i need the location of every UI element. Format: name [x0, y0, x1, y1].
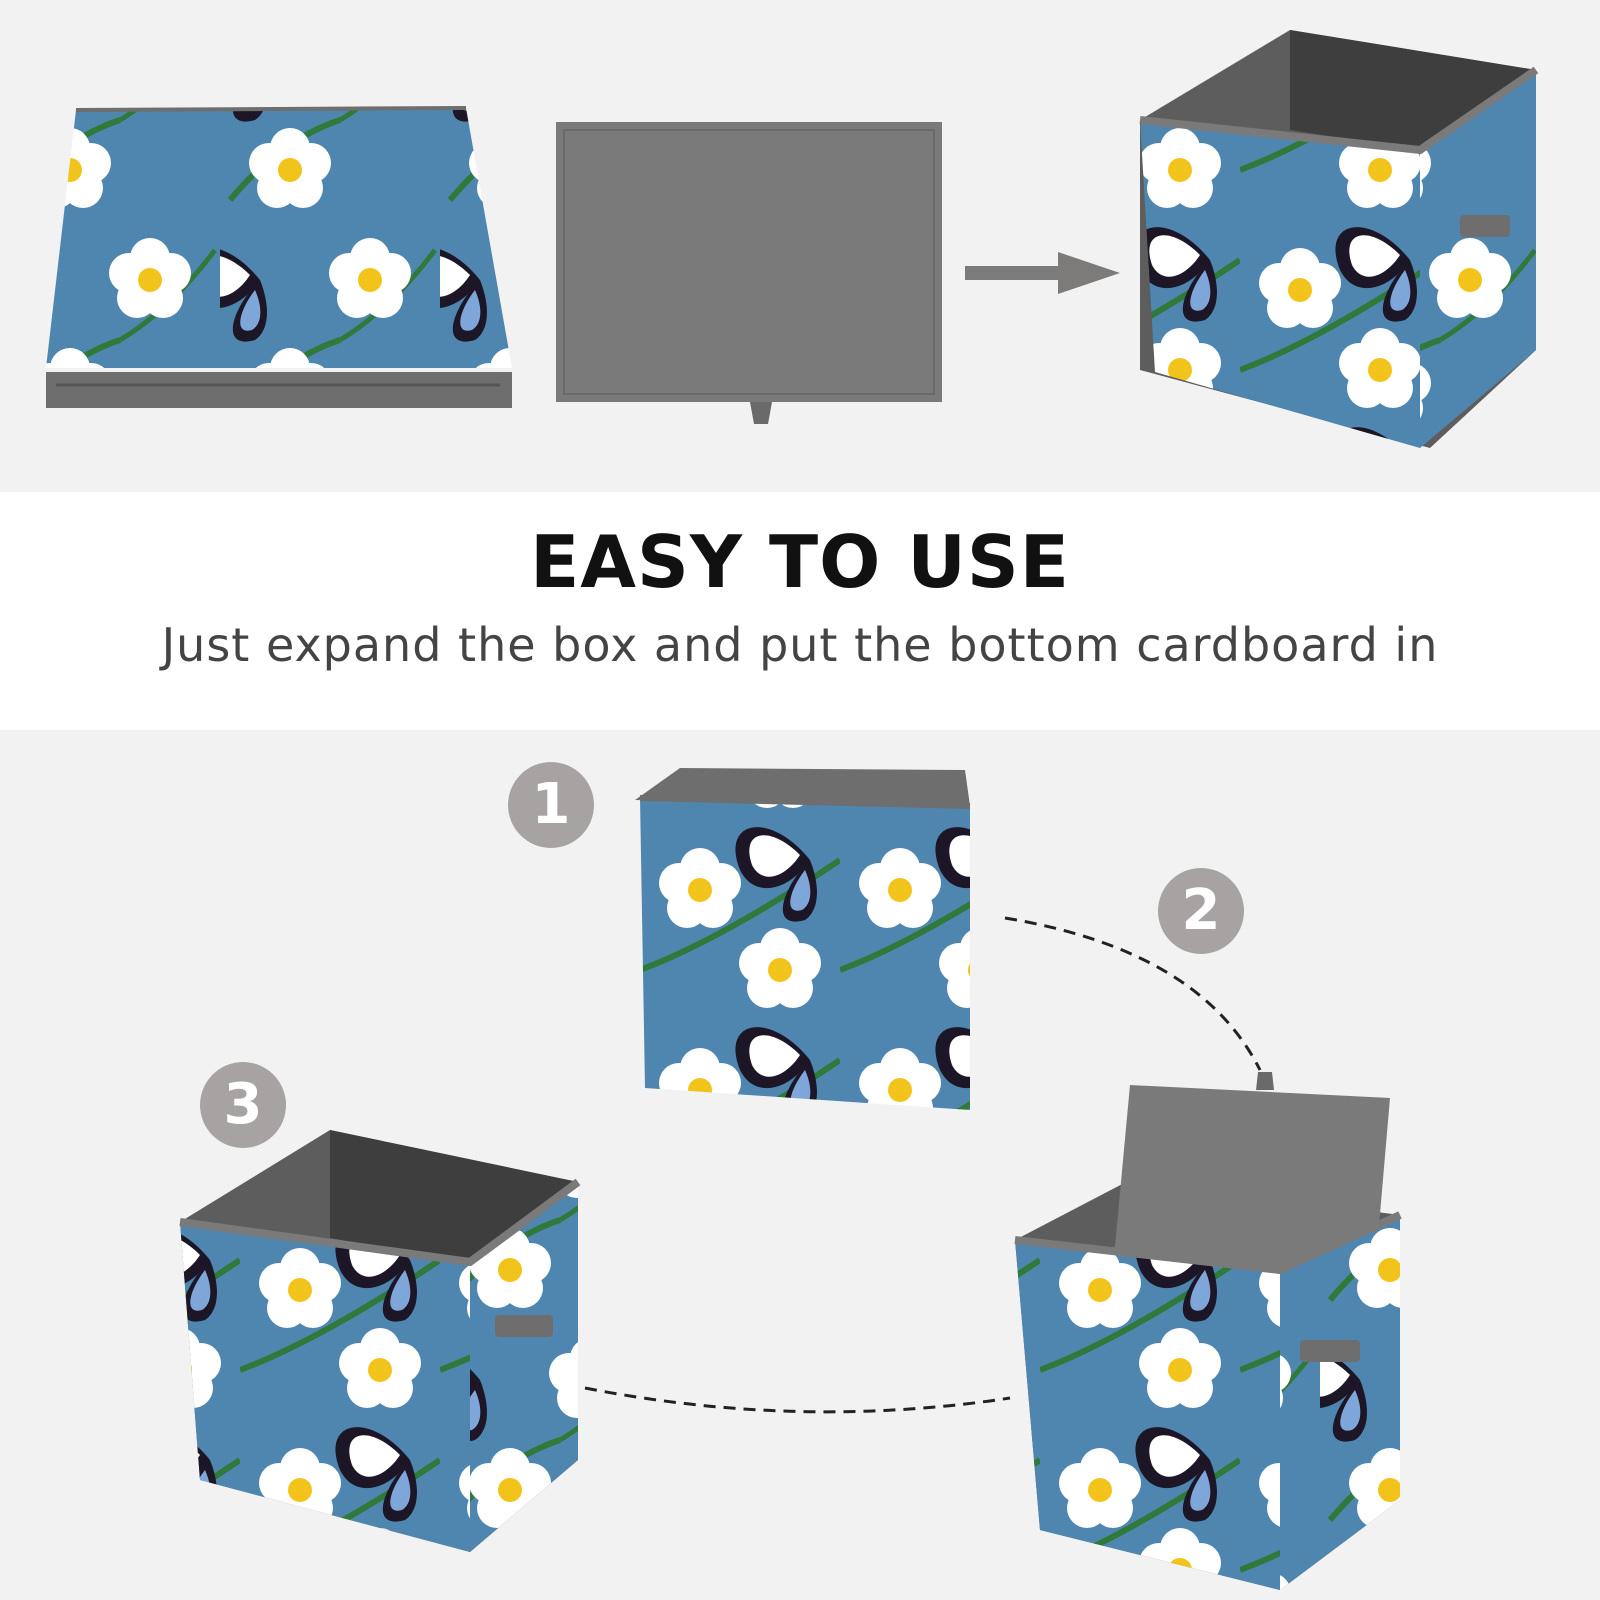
page-title: EASY TO USE — [530, 520, 1070, 604]
step-2-box — [1014, 1072, 1402, 1590]
folded-box — [46, 106, 512, 408]
step-1-badge: 1 — [508, 762, 594, 848]
bottom-cardboard — [556, 122, 942, 424]
arrow-right-icon — [965, 252, 1120, 294]
step-3-box — [179, 1130, 581, 1552]
step-2-badge: 2 — [1158, 868, 1244, 954]
dashed-connector-1-2 — [1004, 916, 1262, 1071]
step-3-badge: 3 — [200, 1062, 286, 1148]
dashed-connector-2-3 — [584, 1386, 1011, 1414]
assembled-box-top — [1139, 30, 1539, 448]
heading-section — [0, 492, 1600, 730]
step-1-box — [635, 768, 971, 1110]
page-subtitle: Just expand the box and put the bottom c… — [161, 618, 1439, 672]
